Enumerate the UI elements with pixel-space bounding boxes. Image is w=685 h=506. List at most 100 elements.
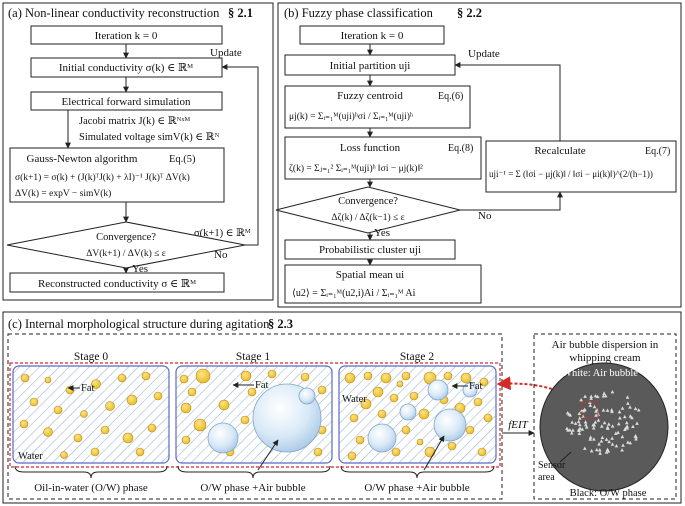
- air-bubble-speck: [580, 427, 585, 431]
- air-bubble-speck: [577, 416, 582, 420]
- air-bubble-speck: [599, 424, 604, 428]
- a-simulated-text: Simulated voltage simV(k) ∈ ℝᴺ: [79, 132, 219, 143]
- stage-2-caption: O/W phase +Air bubble: [364, 482, 469, 494]
- air-bubble-speck: [628, 414, 633, 418]
- air-bubble-speck: [570, 420, 574, 424]
- panel-b-section: § 2.2: [457, 6, 482, 20]
- stage-1-label: Stage 1: [236, 351, 270, 363]
- air-bubble-speck: [592, 404, 597, 409]
- air-bubble-speck: [626, 440, 630, 444]
- b-spatial-formula: ⟨u2⟩ = Σᵢ₌₁ᴹ(u2,i)Ai / Σᵢ₌₁ᴹ Ai: [292, 288, 416, 299]
- b-centroid-eq: Eq.(6): [438, 91, 463, 102]
- air-bubble-speck: [589, 448, 594, 453]
- b-spatial-box: [284, 264, 482, 304]
- air-bubble-speck: [588, 435, 593, 439]
- air-bubble-speck: [626, 401, 630, 405]
- a-jacobi-text: Jacobi matrix J(k) ∈ ℝᴺˣᴹ: [79, 116, 190, 127]
- panel-c-section: § 2.3: [268, 317, 293, 331]
- air-bubble-speck: [592, 437, 596, 441]
- a-result-box: [9, 272, 225, 293]
- white-label: White: Air bubble: [562, 368, 638, 379]
- panel-a-title: (a) Non-linear conductivity reconstructi…: [8, 6, 220, 20]
- air-bubble-speck: [625, 424, 629, 428]
- air-bubble-speck: [603, 393, 608, 398]
- b-centroid-box: [284, 85, 471, 129]
- air-bubble-speck: [593, 420, 598, 424]
- air-bubble-speck: [633, 434, 638, 438]
- air-bubble-speck: [597, 442, 601, 446]
- air-bubble-speck: [599, 439, 604, 443]
- air-bubble-speck: [624, 420, 629, 425]
- air-bubble-speck: [595, 394, 600, 399]
- b-iteration-box: [299, 25, 445, 45]
- air-bubble-speck: [636, 408, 641, 412]
- stage-2-label: Stage 2: [400, 351, 434, 363]
- air-bubble-speck: [600, 435, 605, 440]
- panel-c: (c) Internal morphological structure dur…: [2, 311, 682, 504]
- b-loss-formula: ζ(k) = Σⱼ₌₁² Σᵢ₌₁ᴹ(uji)ʰ ‖σi − μj(k)‖²: [289, 163, 423, 174]
- air-bubble-speck: [576, 419, 581, 424]
- stage-1-caption: O/W phase +Air bubble: [200, 482, 305, 494]
- stage-0-fat-particles: [19, 371, 163, 459]
- b-update-label: Update: [468, 48, 500, 60]
- stage-1-fat-particles: [179, 368, 327, 457]
- b-recalc-title: Recalculate: [534, 145, 585, 157]
- air-bubble-speck: [614, 431, 618, 435]
- air-bubble-speck: [565, 411, 570, 415]
- air-bubble-speck: [584, 422, 588, 427]
- air-bubble-speck: [633, 406, 638, 411]
- air-bubble-speck: [614, 443, 619, 448]
- b-spatial-title: Spatial mean ui: [336, 269, 404, 281]
- a-iteration-text: Iteration k = 0: [95, 30, 158, 42]
- stage-0-frame: [12, 365, 170, 464]
- air-bubble-speck: [605, 447, 610, 452]
- air-bubble-speck: [596, 418, 601, 422]
- panel-b: (b) Fuzzy phase classification § 2.2 Ite…: [275, 2, 682, 308]
- b-convergence-diamond: [275, 186, 461, 234]
- air-bubble-speck: [571, 428, 575, 432]
- zoom-region: [581, 401, 599, 419]
- air-bubble-speck: [604, 450, 609, 454]
- air-bubble-speck: [589, 394, 594, 398]
- stage-0-fat-label: Fat: [81, 383, 95, 394]
- sensor-disk: [539, 362, 669, 492]
- air-bubble-speck: [602, 420, 607, 425]
- panel-a: (a) Non-linear conductivity reconstructi…: [2, 2, 274, 301]
- air-bubble-speck: [625, 395, 630, 399]
- air-bubble-speck: [610, 442, 615, 446]
- air-bubble-speck: [624, 426, 628, 430]
- dispersion-title-2: whipping cream: [569, 352, 641, 364]
- air-bubble-speck: [582, 408, 587, 412]
- air-bubble-speck: [584, 425, 589, 429]
- air-bubble-speck: [591, 426, 596, 430]
- zoom-arrow: [496, 376, 591, 413]
- air-bubble-speck: [601, 394, 606, 398]
- air-bubble-speck: [618, 416, 622, 420]
- a-forward-text: Electrical forward simulation: [62, 96, 191, 108]
- stage-0-caption: Oil-in-water (O/W) phase: [34, 482, 148, 494]
- b-loss-eq: Eq.(8): [448, 143, 473, 154]
- feit-label: fEIT: [508, 419, 528, 431]
- air-bubble-speck: [606, 422, 611, 426]
- stage-1-air-bubbles: [207, 383, 322, 454]
- air-bubble-speck: [601, 408, 606, 412]
- air-bubble-speck: [577, 411, 582, 416]
- air-bubble-speck: [573, 421, 578, 425]
- air-bubble-speck: [635, 421, 639, 425]
- air-bubble-speck: [630, 415, 634, 420]
- air-bubble-speck: [582, 446, 587, 450]
- panel-b-title: (b) Fuzzy phase classification: [284, 6, 434, 20]
- air-bubble-speck: [583, 394, 587, 398]
- air-bubble-speck: [588, 403, 593, 407]
- a-update-label: Update: [210, 47, 242, 59]
- air-bubble-speck: [583, 420, 588, 424]
- air-bubble-speck: [610, 436, 614, 440]
- a-result-text: Reconstructed conductivity σ ∈ ℝᴹ: [38, 278, 196, 290]
- b-centroid-formula: μj(k) = Σᵢ₌₁ᴹ(uji)ʰσi / Σᵢ₌₁ᴹ(uji)ʰ: [289, 111, 413, 122]
- b-no-label: No: [478, 210, 492, 222]
- air-bubble-speck: [628, 441, 633, 445]
- air-bubble-speck: [602, 391, 606, 395]
- air-bubble-speck: [594, 447, 599, 452]
- air-bubble-speck: [631, 424, 635, 429]
